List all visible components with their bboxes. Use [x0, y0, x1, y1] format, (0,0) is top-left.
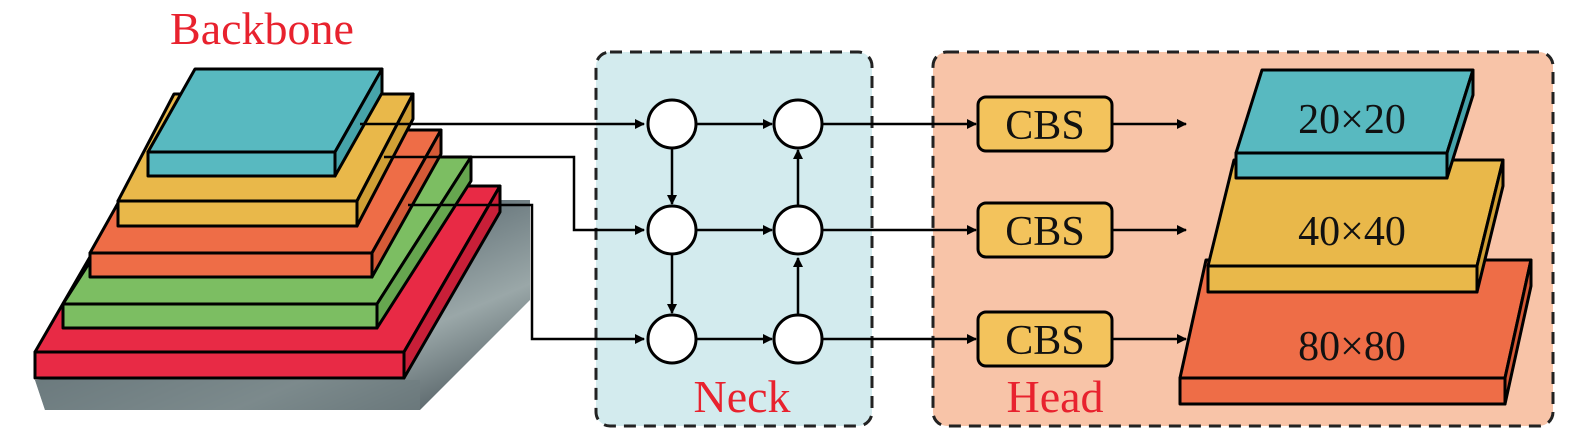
cbs-block-mid: CBS — [976, 201, 1114, 259]
backbone-section: Backbone — [33, 3, 530, 410]
connections — [360, 119, 1187, 344]
backbone-label: Backbone — [170, 3, 354, 54]
neck-box — [594, 50, 874, 428]
neck-label: Neck — [693, 371, 790, 422]
output-map-20: 20×20 — [1234, 68, 1475, 180]
neck-node-bottom-right — [772, 313, 824, 365]
cbs-blocks: CBS CBS CBS — [976, 95, 1114, 368]
output-label-80: 80×80 — [1298, 324, 1406, 370]
backbone-to-neck-arrow-mid — [384, 155, 645, 235]
cbs-label-top: CBS — [1005, 103, 1084, 149]
cbs-block-bottom: CBS — [976, 310, 1114, 368]
cbs-label-bottom: CBS — [1005, 318, 1084, 364]
neck-node-bottom-left — [646, 313, 698, 365]
output-maps: 80×80 40×40 20×20 — [1178, 68, 1533, 406]
neck-node-mid-right — [772, 204, 824, 256]
input-image-texture — [35, 380, 420, 410]
neck-nodes — [646, 98, 824, 365]
cbs-label-mid: CBS — [1005, 209, 1084, 255]
neck-node-top-right — [772, 98, 824, 150]
output-label-40: 40×40 — [1298, 209, 1406, 255]
backbone-to-neck-arrow-bottom — [408, 203, 645, 344]
head-label: Head — [1006, 371, 1103, 422]
neck-node-mid-left — [646, 204, 698, 256]
cbs-block-top: CBS — [976, 95, 1114, 153]
neck-node-top-left — [646, 98, 698, 150]
backbone-layer-cyan — [146, 67, 384, 178]
output-label-20: 20×20 — [1298, 97, 1406, 143]
neck-section: Neck — [594, 50, 874, 428]
output-map-40: 40×40 — [1206, 158, 1505, 294]
